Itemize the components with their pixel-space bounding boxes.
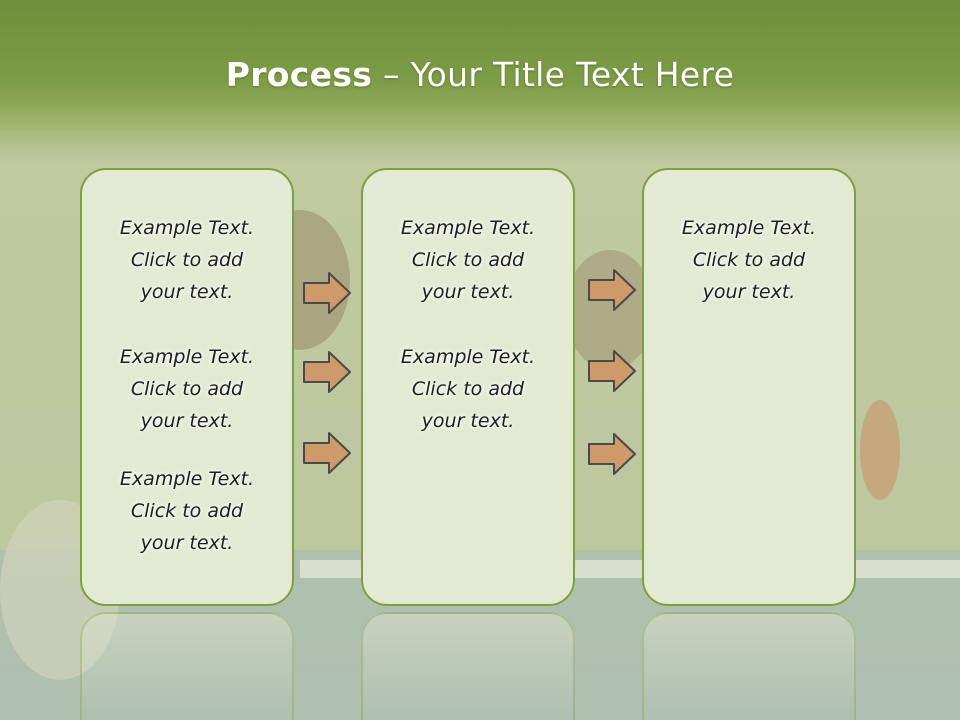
right-arrow-icon[interactable] xyxy=(303,351,351,393)
right-arrow-icon[interactable] xyxy=(303,272,351,314)
title-bar xyxy=(0,0,960,150)
text-line: your text. xyxy=(140,532,234,554)
text-line: Click to add xyxy=(130,500,244,522)
text-line: Click to add xyxy=(130,378,244,400)
right-arrow-icon[interactable] xyxy=(588,269,636,311)
text-block[interactable]: Example Text. Click to add your text. xyxy=(82,463,292,559)
right-arrow-icon[interactable] xyxy=(303,432,351,474)
text-line: Example Text. xyxy=(119,217,255,239)
text-block[interactable]: Example Text. Click to add your text. xyxy=(363,341,573,437)
text-block[interactable]: Example Text. Click to add your text. xyxy=(82,212,292,308)
text-line: Example Text. xyxy=(400,217,536,239)
text-line: your text. xyxy=(702,281,796,303)
text-line: Click to add xyxy=(411,249,525,271)
text-line: your text. xyxy=(421,281,515,303)
title-bold: Process xyxy=(225,55,373,94)
text-line: Click to add xyxy=(692,249,806,271)
box-reflection xyxy=(642,612,856,720)
text-line: your text. xyxy=(140,410,234,432)
process-box-3[interactable]: Example Text. Click to add your text. xyxy=(642,168,856,606)
text-line: Example Text. xyxy=(681,217,817,239)
right-arrow-icon[interactable] xyxy=(588,433,636,475)
text-line: Example Text. xyxy=(119,468,255,490)
right-arrow-icon[interactable] xyxy=(588,350,636,392)
title-rest: – Your Title Text Here xyxy=(372,55,735,94)
slide-title[interactable]: Process – Your Title Text Here xyxy=(0,52,960,98)
text-line: your text. xyxy=(421,410,515,432)
text-block[interactable]: Example Text. Click to add your text. xyxy=(363,212,573,308)
process-box-2[interactable]: Example Text. Click to add your text. Ex… xyxy=(361,168,575,606)
text-line: Click to add xyxy=(130,249,244,271)
box-reflection xyxy=(361,612,575,720)
text-line: Click to add xyxy=(411,378,525,400)
box-reflection xyxy=(80,612,294,720)
process-box-1[interactable]: Example Text. Click to add your text. Ex… xyxy=(80,168,294,606)
text-line: Example Text. xyxy=(119,346,255,368)
text-line: your text. xyxy=(140,281,234,303)
text-block[interactable]: Example Text. Click to add your text. xyxy=(82,341,292,437)
text-block[interactable]: Example Text. Click to add your text. xyxy=(644,212,854,308)
text-line: Example Text. xyxy=(400,346,536,368)
